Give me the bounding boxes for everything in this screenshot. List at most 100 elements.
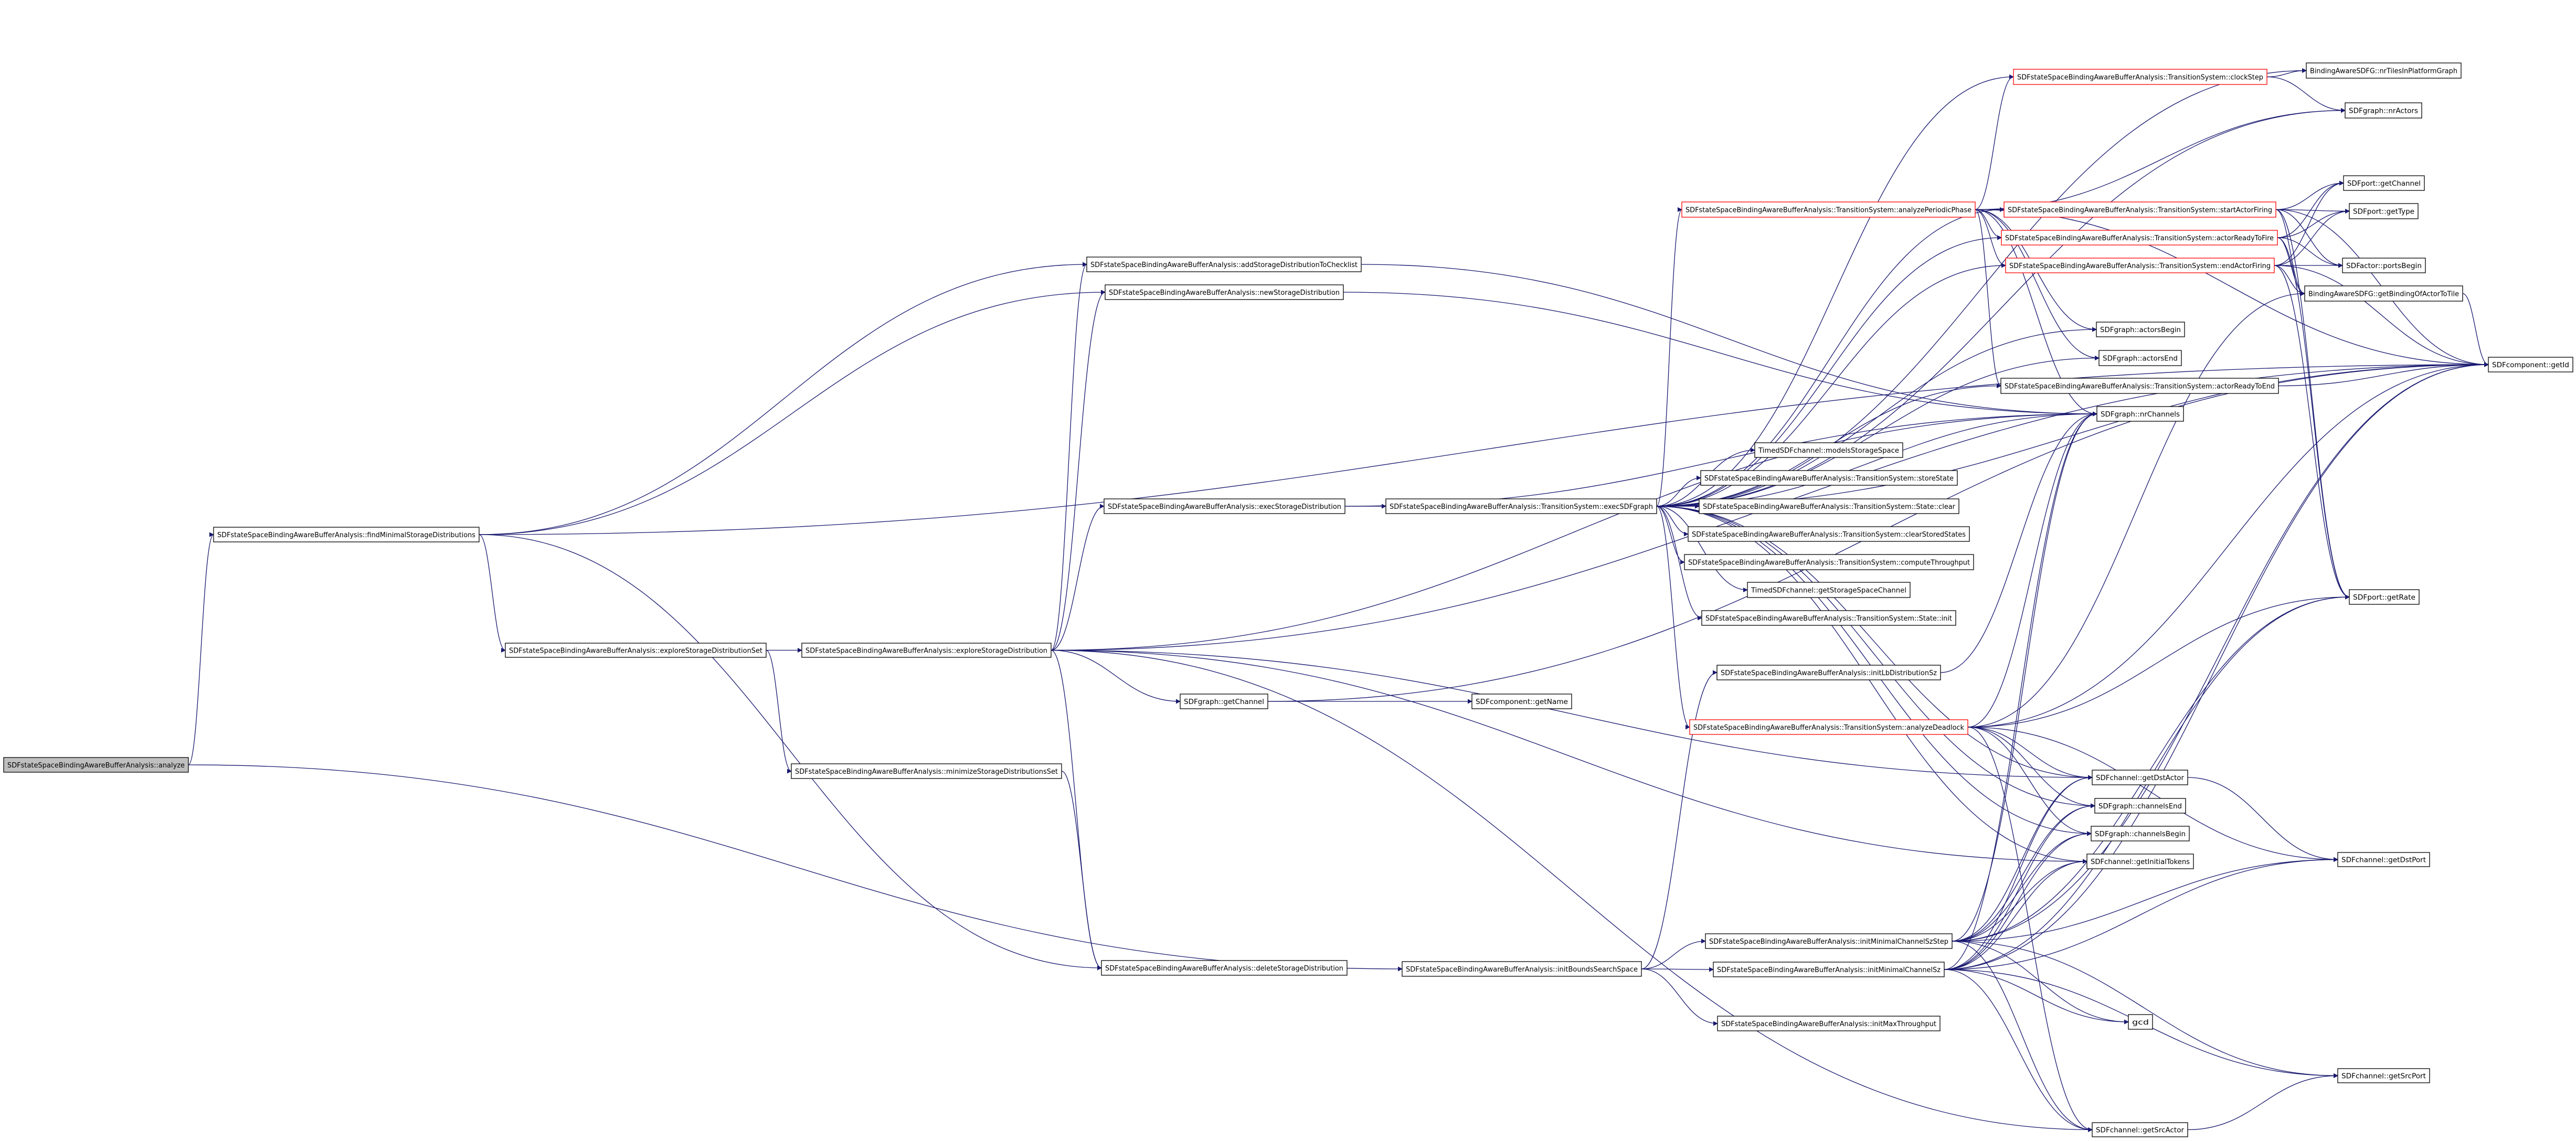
edge-analyze-to-initBounds xyxy=(188,764,1403,972)
node-nrActors[interactable]: SDFgraph::nrActors xyxy=(2345,102,2422,119)
node-label: SDFgraph::channelsEnd xyxy=(2098,803,2182,811)
node-stateClear[interactable]: SDFstateSpaceBindingAwareBufferAnalysis:… xyxy=(1699,498,1959,514)
node-analyzePeriodic[interactable]: SDFstateSpaceBindingAwareBufferAnalysis:… xyxy=(1681,201,1976,218)
node-box xyxy=(1101,960,1348,976)
edge-analyzeDeadlock-to-nrChannels xyxy=(1967,411,2097,728)
node-getInitialTokens[interactable]: SDFchannel::getInitialTokens xyxy=(2086,854,2194,869)
node-label: SDFstateSpaceBindingAwareBufferAnalysis:… xyxy=(1705,615,1952,623)
edge-endFiring-to-portGetChannel xyxy=(2274,180,2344,266)
edge-analyzePeriodic-to-nrActors xyxy=(1975,108,2346,210)
node-deleteStorage[interactable]: SDFstateSpaceBindingAwareBufferAnalysis:… xyxy=(1101,960,1348,976)
node-getType[interactable]: SDFport::getType xyxy=(2349,203,2419,219)
node-label: SDFchannel::getDstActor xyxy=(2096,774,2185,782)
node-box xyxy=(1180,694,1268,709)
node-endFiring[interactable]: SDFstateSpaceBindingAwareBufferAnalysis:… xyxy=(2005,258,2275,273)
node-box xyxy=(2343,175,2425,191)
node-box xyxy=(1105,284,1344,300)
node-getDstPort[interactable]: SDFchannel::getDstPort xyxy=(2337,852,2430,867)
node-label: SDFport::getChannel xyxy=(2347,180,2421,188)
node-label: SDFstateSpaceBindingAwareBufferAnalysis:… xyxy=(1721,669,1937,677)
node-getSrcActor[interactable]: SDFchannel::getSrcActor xyxy=(2092,1122,2188,1137)
node-box xyxy=(2000,378,2279,394)
node-getDstActor[interactable]: SDFchannel::getDstActor xyxy=(2092,770,2188,785)
node-box xyxy=(1705,933,1953,949)
node-getBinding[interactable]: BindingAwareSDFG::getBindingOfActorToTil… xyxy=(2304,285,2463,302)
node-findMinimal[interactable]: SDFstateSpaceBindingAwareBufferAnalysis:… xyxy=(213,527,480,542)
node-execStorage[interactable]: SDFstateSpaceBindingAwareBufferAnalysis:… xyxy=(1104,498,1345,514)
node-channelsBegin[interactable]: SDFgraph::channelsBegin xyxy=(2091,826,2190,841)
node-portGetChannel[interactable]: SDFport::getChannel xyxy=(2343,175,2425,191)
node-analyzeDeadlock[interactable]: SDFstateSpaceBindingAwareBufferAnalysis:… xyxy=(1689,719,1968,735)
edge-findMinimal-to-deleteStorage xyxy=(479,534,1102,971)
node-getName[interactable]: SDFcomponent::getName xyxy=(1471,694,1572,709)
node-box xyxy=(2003,201,2276,218)
node-label: SDFstateSpaceBindingAwareBufferAnalysis:… xyxy=(1693,724,1964,732)
edge-initMin-to-getDstPort xyxy=(1944,857,2338,970)
node-label: SDFstateSpaceBindingAwareBufferAnalysis:… xyxy=(795,768,1058,776)
node-gcd[interactable]: gcd xyxy=(2128,1014,2153,1030)
node-stateInit[interactable]: SDFstateSpaceBindingAwareBufferAnalysis:… xyxy=(1701,610,1956,626)
node-label: SDFgraph::getChannel xyxy=(1184,698,1264,706)
node-computeTp[interactable]: SDFstateSpaceBindingAwareBufferAnalysis:… xyxy=(1684,554,1974,570)
edge-endFiring-to-getType xyxy=(2274,209,2350,266)
node-box xyxy=(791,763,1062,779)
edge-explore-to-newStorage xyxy=(1051,290,1106,651)
node-actorsBegin[interactable]: SDFgraph::actorsBegin xyxy=(2096,322,2185,337)
edge-execStorage-to-nrChannels xyxy=(1344,411,2097,507)
edge-readyFire-to-portsBegin xyxy=(2277,237,2343,268)
edge-execSDFgraph-to-storeState xyxy=(1656,475,1701,507)
edge-initStep-to-getSrcActor xyxy=(1952,941,2093,1132)
edge-initStep-to-nrChannels xyxy=(1952,411,2097,942)
node-execSDFgraph[interactable]: SDFstateSpaceBindingAwareBufferAnalysis:… xyxy=(1385,498,1657,514)
edge-getBinding-to-getId xyxy=(2462,293,2489,367)
node-getId[interactable]: SDFcomponent::getId xyxy=(2488,357,2573,372)
node-channelsEnd[interactable]: SDFgraph::channelsEnd xyxy=(2094,798,2186,814)
node-readyEnd[interactable]: SDFstateSpaceBindingAwareBufferAnalysis:… xyxy=(2000,378,2279,394)
node-getSrcPort[interactable]: SDFchannel::getSrcPort xyxy=(2337,1068,2430,1083)
node-box xyxy=(1747,582,1911,598)
node-actorsEnd[interactable]: SDFgraph::actorsEnd xyxy=(2098,350,2182,366)
node-readyFire[interactable]: SDFstateSpaceBindingAwareBufferAnalysis:… xyxy=(2001,230,2278,246)
node-label: SDFactor::portsBegin xyxy=(2346,262,2422,270)
node-box xyxy=(801,643,1052,658)
node-minimize[interactable]: SDFstateSpaceBindingAwareBufferAnalysis:… xyxy=(791,763,1062,779)
node-exploreSet[interactable]: SDFstateSpaceBindingAwareBufferAnalysis:… xyxy=(505,643,767,658)
node-graphGetChannel[interactable]: SDFgraph::getChannel xyxy=(1180,694,1268,709)
node-portsBegin[interactable]: SDFactor::portsBegin xyxy=(2342,258,2426,273)
edge-initMin-to-channelsBegin xyxy=(1944,831,2092,970)
edge-execSDFgraph-to-computeTp xyxy=(1656,506,1685,564)
node-initStep[interactable]: SDFstateSpaceBindingAwareBufferAnalysis:… xyxy=(1705,933,1953,949)
edge-explore-to-getDstActor xyxy=(1051,649,2093,780)
node-box xyxy=(1701,610,1956,626)
edge-execSDFgraph-to-endFiring xyxy=(1656,263,2006,507)
node-startFiring[interactable]: SDFstateSpaceBindingAwareBufferAnalysis:… xyxy=(2003,201,2276,218)
node-addStorage[interactable]: SDFstateSpaceBindingAwareBufferAnalysis:… xyxy=(1086,257,1362,272)
node-analyze[interactable]: SDFstateSpaceBindingAwareBufferAnalysis:… xyxy=(3,757,189,773)
node-nrChannels[interactable]: SDFgraph::nrChannels xyxy=(2096,406,2184,422)
node-box xyxy=(2337,852,2430,867)
edge-exploreSet-to-minimize xyxy=(766,649,792,774)
node-getStorageSpaceChannel[interactable]: TimedSDFchannel::getStorageSpaceChannel xyxy=(1747,582,1911,598)
node-nrTiles[interactable]: BindingAwareSDFG::nrTilesInPlatformGraph xyxy=(2306,62,2462,79)
edge-analyzePeriodic-to-actorsEnd xyxy=(1975,209,2100,360)
node-box xyxy=(1681,201,1976,218)
edge-readyFire-to-getType xyxy=(2277,209,2350,238)
edge-analyze-to-findMinimal xyxy=(188,532,214,765)
node-getRate[interactable]: SDFport::getRate xyxy=(2349,589,2420,605)
node-label: SDFstateSpaceBindingAwareBufferAnalysis:… xyxy=(2005,234,2274,242)
node-clearStored[interactable]: SDFstateSpaceBindingAwareBufferAnalysis:… xyxy=(1688,526,1970,542)
node-label: SDFgraph::nrActors xyxy=(2349,108,2418,115)
node-initMin[interactable]: SDFstateSpaceBindingAwareBufferAnalysis:… xyxy=(1713,962,1945,977)
node-clockStep[interactable]: SDFstateSpaceBindingAwareBufferAnalysis:… xyxy=(2013,69,2267,85)
node-label: SDFport::getType xyxy=(2353,208,2414,216)
node-initMaxTp[interactable]: SDFstateSpaceBindingAwareBufferAnalysis:… xyxy=(1717,1016,1941,1031)
edge-analyzePeriodic-to-readyEnd xyxy=(1975,209,2001,388)
node-explore[interactable]: SDFstateSpaceBindingAwareBufferAnalysis:… xyxy=(801,643,1052,658)
edge-execSDFgraph-to-readyFire xyxy=(1656,235,2002,507)
edge-initStep-to-channelsEnd xyxy=(1952,803,2095,942)
node-modelsStorage[interactable]: TimedSDFchannel::modelsStorageSpace xyxy=(1754,442,1903,458)
node-initLb[interactable]: SDFstateSpaceBindingAwareBufferAnalysis:… xyxy=(1716,665,1941,680)
node-initBounds[interactable]: SDFstateSpaceBindingAwareBufferAnalysis:… xyxy=(1402,961,1642,977)
node-storeState[interactable]: SDFstateSpaceBindingAwareBufferAnalysis:… xyxy=(1700,470,1958,486)
node-newStorage[interactable]: SDFstateSpaceBindingAwareBufferAnalysis:… xyxy=(1105,284,1344,300)
